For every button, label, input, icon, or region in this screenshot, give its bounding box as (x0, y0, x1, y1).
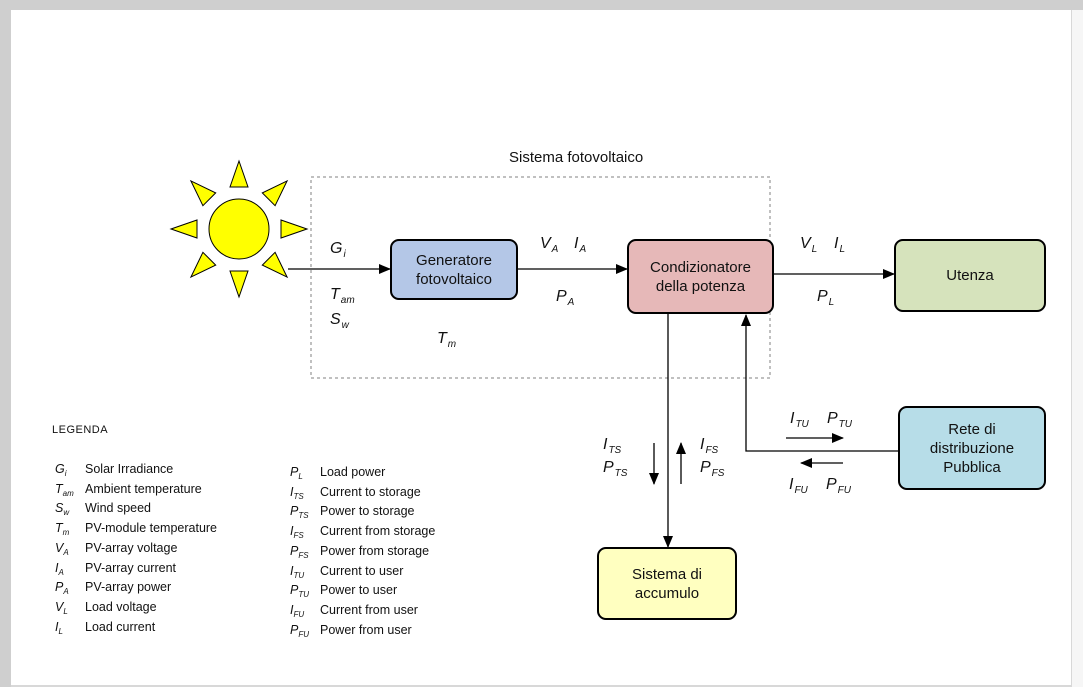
label-tm: Tm (437, 330, 457, 350)
grid-block: Rete di distribuzione Pubblica (898, 406, 1046, 490)
sun-ray (280, 219, 309, 239)
legend-entry: PFU Power from user (290, 623, 412, 639)
user-block: Utenza (894, 239, 1046, 312)
legend-symbol: IFS (290, 524, 304, 541)
legend-description: Current to storage (320, 484, 421, 499)
grid-to-conditioner-line (741, 314, 898, 452)
label-va: VA (540, 235, 559, 255)
legend-symbol: IFU (290, 602, 305, 619)
legend-symbol: PTU (290, 583, 310, 600)
legend-entry: Sw Wind speed (55, 501, 151, 517)
legend-symbol: IL (55, 619, 63, 636)
legend-entry: PFS Power from storage (290, 544, 429, 560)
legend-symbol: PFU (290, 622, 310, 639)
legend-entry: IFS Current from storage (290, 524, 435, 540)
frame-border-bottom (11, 685, 1071, 687)
legend-symbol: PFS (290, 543, 309, 560)
label-il: IL (834, 235, 846, 255)
legend-description: PV-module temperature (85, 521, 218, 536)
legend-entry: PTS Power to storage (290, 504, 415, 520)
legend-description: Load voltage (85, 599, 157, 614)
storage-block: Sistema di accumulo (597, 547, 737, 620)
frame-border-top (0, 0, 1083, 10)
legend-symbol: VL (55, 599, 68, 616)
label-ia: IA (574, 235, 587, 255)
legend-symbol: VA (55, 540, 69, 557)
legend-description: Load current (85, 619, 156, 634)
legend-symbol: Gi (55, 462, 67, 478)
label-its: ITS (603, 436, 622, 456)
legend-description: Power to user (320, 583, 398, 598)
legend-description: PV-array power (85, 580, 172, 595)
legend-symbol: Tm (55, 521, 70, 538)
label-pfu: PFU (826, 476, 852, 496)
legend-description: Current from user (320, 602, 418, 617)
legend-symbol: Sw (55, 501, 70, 518)
sun-disc (208, 198, 270, 260)
legend-description: Power from user (320, 622, 412, 637)
label-sw: Sw (330, 311, 349, 331)
sun-ray (189, 179, 217, 207)
legend-symbol: ITS (290, 484, 304, 501)
legend-entry: PA PV-array power (55, 580, 171, 596)
legend-description: Current from storage (320, 524, 436, 539)
legend-description: Ambient temperature (85, 481, 202, 496)
legend-entry: PTU Power to user (290, 583, 397, 599)
sun-ray (169, 219, 198, 239)
sun-ray (189, 251, 217, 279)
sun-ray (229, 270, 249, 299)
diagram-title: Sistema fotovoltaico (509, 149, 644, 166)
label-gi: Gi (330, 240, 346, 260)
label-ptu: PTU (827, 410, 853, 430)
sun-ray (261, 251, 289, 279)
legend-description: PV-array voltage (85, 540, 178, 555)
legend-symbol: IA (55, 560, 64, 577)
legend-entry: ITS Current to storage (290, 485, 421, 501)
legend-description: Current to user (320, 563, 404, 578)
legend-symbol: ITU (290, 563, 305, 580)
legend-description: Wind speed (85, 501, 152, 516)
legend-entry: VA PV-array voltage (55, 541, 177, 557)
legend-entry: IFU Current from user (290, 603, 418, 619)
label-pa: PA (556, 288, 575, 308)
label-itu: ITU (790, 410, 809, 430)
legend-symbol: Tam (55, 481, 74, 498)
legend-entry: IL Load current (55, 620, 155, 636)
label-tam: Tam (330, 286, 355, 306)
legend-entry: IA PV-array current (55, 561, 176, 577)
legend-description: Power to storage (320, 504, 415, 519)
legend-title: LEGENDA (52, 424, 109, 436)
legend-description: Solar Irradiance (85, 462, 174, 476)
label-ifu: IFU (789, 476, 808, 496)
frame-border-right (1071, 10, 1083, 687)
legend-description: PV-array current (85, 560, 177, 575)
label-pfs: PFS (700, 459, 725, 479)
frame-border-left (0, 10, 11, 687)
generator-block: Generatore fotovoltaico (390, 239, 518, 300)
sun-ray (229, 159, 249, 188)
legend-entry: Tm PV-module temperature (55, 521, 217, 537)
sun-ray (261, 179, 289, 207)
legend-description: Power from storage (320, 543, 430, 558)
legend-entry: VL Load voltage (55, 600, 157, 616)
legend-symbol: PTS (290, 504, 309, 521)
sun-icon (169, 159, 309, 299)
conditioner-block: Condizionatore della potenza (627, 239, 774, 314)
legend-entry: Tam Ambient temperature (55, 482, 202, 498)
legend-symbol: PA (55, 580, 69, 597)
label-vl: VL (800, 235, 818, 255)
legend-entry: PL Load power (290, 465, 385, 481)
label-pl: PL (817, 288, 835, 308)
label-pts: PTS (603, 459, 628, 479)
legend-symbol: PL (290, 465, 303, 481)
legend-entry: ITU Current to user (290, 564, 403, 580)
label-ifs: IFS (700, 436, 719, 456)
legend-description: Load power (320, 465, 386, 479)
legend-entry: Gi Solar Irradiance (55, 462, 173, 478)
